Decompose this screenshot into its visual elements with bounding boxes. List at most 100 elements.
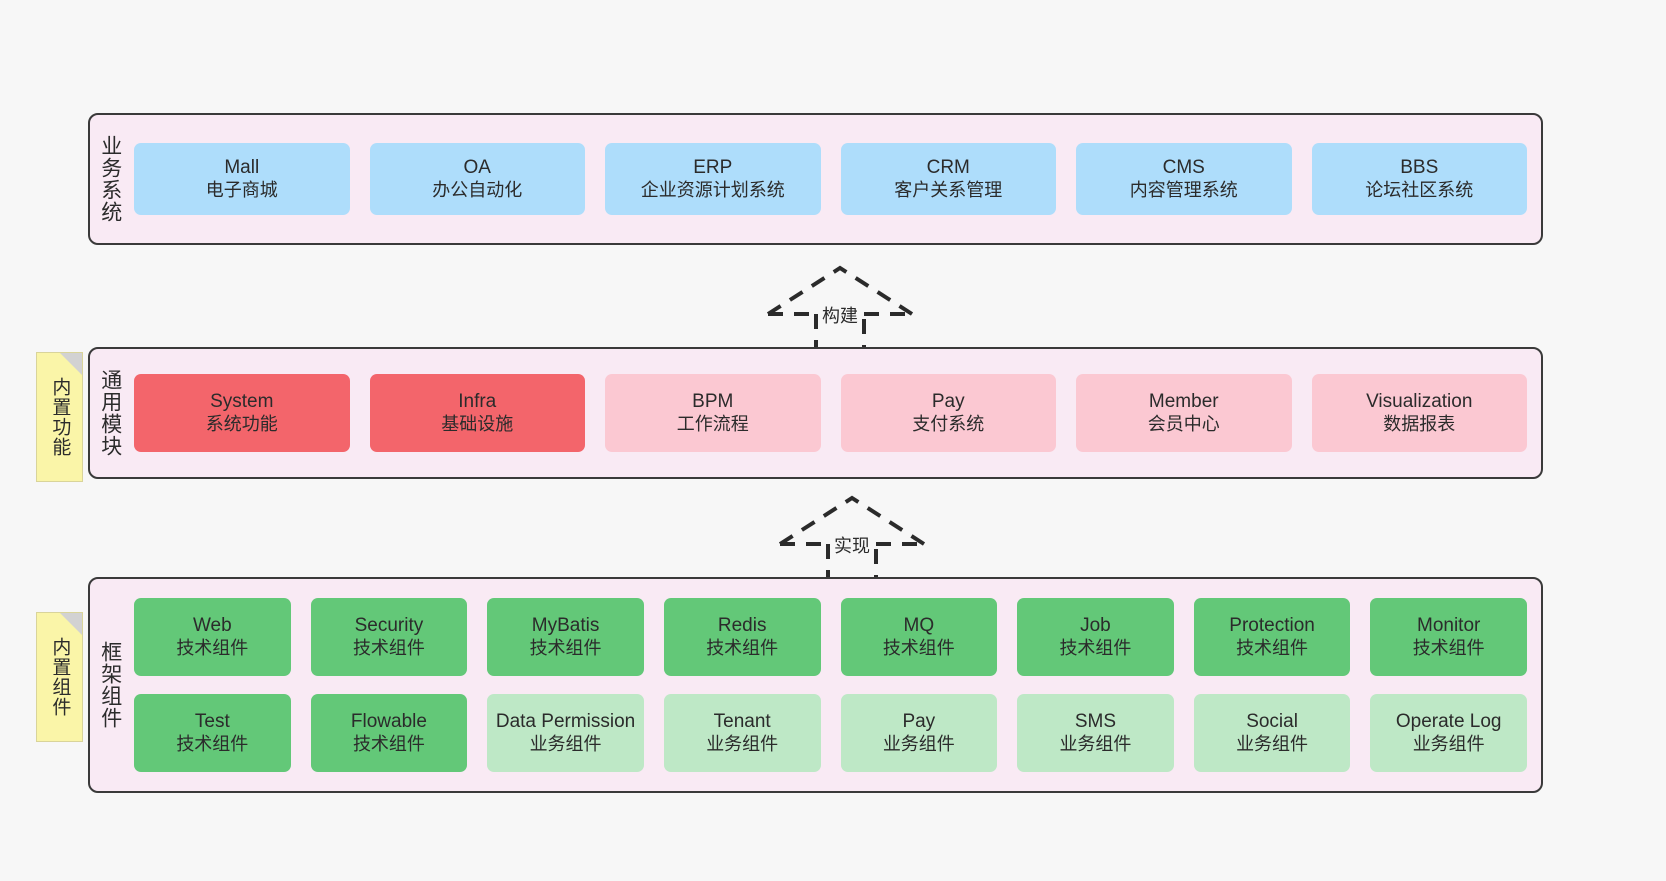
note-label: 内置功能: [49, 377, 71, 457]
node-job[interactable]: Job 技术组件: [1017, 598, 1174, 676]
node-erp[interactable]: ERP 企业资源计划系统: [605, 143, 821, 215]
note-fold-icon: [60, 353, 82, 375]
node-mq[interactable]: MQ 技术组件: [840, 598, 998, 676]
node-title-cn: 会员中心: [1147, 413, 1220, 434]
node-title-cn: 工作流程: [676, 413, 749, 434]
node-crm[interactable]: CRM 客户关系管理: [840, 143, 1056, 215]
node-data-permission[interactable]: Data Permission 业务组件: [487, 694, 644, 772]
node-mybatis[interactable]: MyBatis 技术组件: [487, 598, 644, 676]
node-title-cn: 企业资源计划系统: [640, 179, 785, 200]
node-title-cn: 论坛社区系统: [1365, 179, 1474, 200]
node-title-en: System: [210, 391, 274, 413]
node-title-en: Flowable: [350, 711, 427, 733]
node-title-cn: 技术组件: [882, 637, 955, 658]
node-title-cn: 技术组件: [1059, 637, 1132, 658]
node-protection[interactable]: Protection 技术组件: [1193, 598, 1351, 676]
node-title-en: Infra: [458, 391, 497, 413]
node-infra[interactable]: Infra 基础设施: [369, 374, 585, 452]
node-social[interactable]: Social 业务组件: [1193, 694, 1351, 772]
node-monitor[interactable]: Monitor 技术组件: [1370, 598, 1527, 676]
node-oa[interactable]: OA 办公自动化: [369, 143, 585, 215]
node-title-cn: 技术组件: [352, 637, 425, 658]
node-title-en: Operate Log: [1395, 711, 1502, 733]
note-label: 内置组件: [49, 637, 71, 717]
node-title-en: BBS: [1400, 157, 1439, 179]
node-title-cn: 支付系统: [912, 413, 985, 434]
layer-business-systems[interactable]: 业务系统 Mall 电子商城 OA 办公自动化 ERP 企业资源计划系统 CRM…: [88, 113, 1543, 245]
node-security[interactable]: Security 技术组件: [310, 598, 468, 676]
node-title-en: Member: [1148, 391, 1219, 413]
node-title-en: Security: [354, 615, 424, 637]
node-title-cn: 业务组件: [882, 733, 955, 754]
layer-body-common: System 系统功能 Infra 基础设施 BPM 工作流程 Pay 支付系统…: [130, 349, 1541, 477]
note-fold-icon: [60, 613, 82, 635]
node-flowable[interactable]: Flowable 技术组件: [310, 694, 468, 772]
layer-common-modules[interactable]: 通用模块 System 系统功能 Infra 基础设施 BPM 工作流程 Pay…: [88, 347, 1543, 479]
node-title-en: Mall: [224, 157, 260, 179]
node-title-cn: 技术组件: [706, 637, 779, 658]
layer-body-framework: Web 技术组件 Security 技术组件 MyBatis 技术组件 Redi…: [130, 579, 1541, 791]
node-cms[interactable]: CMS 内容管理系统: [1076, 143, 1292, 215]
node-title-cn: 基础设施: [441, 413, 514, 434]
node-title-cn: 系统功能: [205, 413, 278, 434]
node-member[interactable]: Member 会员中心: [1076, 374, 1292, 452]
node-title-en: Social: [1246, 711, 1298, 733]
node-title-en: Pay: [931, 391, 965, 413]
node-title-cn: 技术组件: [352, 733, 425, 754]
note-built-in-features[interactable]: 内置功能: [36, 352, 83, 482]
node-title-cn: 技术组件: [529, 637, 602, 658]
node-mall[interactable]: Mall 电子商城: [134, 143, 350, 215]
node-bbs[interactable]: BBS 论坛社区系统: [1311, 143, 1527, 215]
connector-build: 构建: [760, 262, 920, 354]
layer-framework-components[interactable]: 框架组件 Web 技术组件 Security 技术组件 MyBatis 技术组件…: [88, 577, 1543, 793]
node-title-en: Test: [194, 711, 230, 733]
connector-build-label: 构建: [822, 306, 858, 326]
node-title-cn: 客户关系管理: [894, 179, 1003, 200]
node-title-en: OA: [463, 157, 491, 179]
node-title-en: Data Permission: [495, 711, 636, 733]
note-built-in-components[interactable]: 内置组件: [36, 612, 83, 742]
node-title-cn: 技术组件: [1236, 637, 1309, 658]
node-title-en: CRM: [926, 157, 970, 179]
node-title-cn: 内容管理系统: [1129, 179, 1238, 200]
node-title-en: Redis: [717, 615, 767, 637]
node-tenant[interactable]: Tenant 业务组件: [663, 694, 821, 772]
node-web[interactable]: Web 技术组件: [134, 598, 291, 676]
node-title-en: ERP: [693, 157, 733, 179]
node-title-en: BPM: [692, 391, 734, 413]
node-title-en: Tenant: [713, 711, 771, 733]
node-bpm[interactable]: BPM 工作流程: [605, 374, 821, 452]
node-title-cn: 技术组件: [1412, 637, 1485, 658]
node-title-cn: 业务组件: [1059, 733, 1132, 754]
node-title-cn: 技术组件: [176, 733, 249, 754]
framework-business-row: Test 技术组件 Flowable 技术组件 Data Permission …: [134, 694, 1527, 772]
node-visualization[interactable]: Visualization 数据报表: [1311, 374, 1527, 452]
common-node-row: System 系统功能 Infra 基础设施 BPM 工作流程 Pay 支付系统…: [134, 374, 1527, 452]
connector-implement: 实现: [772, 492, 932, 584]
node-title-cn: 电子商城: [205, 179, 278, 200]
node-title-cn: 业务组件: [706, 733, 779, 754]
node-pay[interactable]: Pay 支付系统: [840, 374, 1056, 452]
layer-label-business: 业务系统: [98, 135, 122, 223]
framework-tech-row: Web 技术组件 Security 技术组件 MyBatis 技术组件 Redi…: [134, 598, 1527, 676]
node-redis[interactable]: Redis 技术组件: [663, 598, 821, 676]
node-pay-component[interactable]: Pay 业务组件: [840, 694, 998, 772]
node-title-en: Pay: [902, 711, 936, 733]
node-title-en: CMS: [1162, 157, 1205, 179]
node-title-cn: 业务组件: [1236, 733, 1309, 754]
layer-body-business: Mall 电子商城 OA 办公自动化 ERP 企业资源计划系统 CRM 客户关系…: [130, 115, 1541, 243]
node-title-en: Web: [192, 615, 232, 637]
node-title-cn: 业务组件: [529, 733, 602, 754]
layer-label-framework: 框架组件: [98, 641, 122, 729]
node-title-cn: 办公自动化: [432, 179, 523, 200]
node-title-en: Protection: [1229, 615, 1315, 637]
node-test[interactable]: Test 技术组件: [134, 694, 291, 772]
node-title-en: MyBatis: [531, 615, 600, 637]
node-title-en: MQ: [903, 615, 935, 637]
node-operate-log[interactable]: Operate Log 业务组件: [1370, 694, 1527, 772]
node-title-cn: 业务组件: [1412, 733, 1485, 754]
node-title-en: Visualization: [1366, 391, 1473, 413]
node-sms[interactable]: SMS 业务组件: [1017, 694, 1174, 772]
node-system[interactable]: System 系统功能: [134, 374, 350, 452]
